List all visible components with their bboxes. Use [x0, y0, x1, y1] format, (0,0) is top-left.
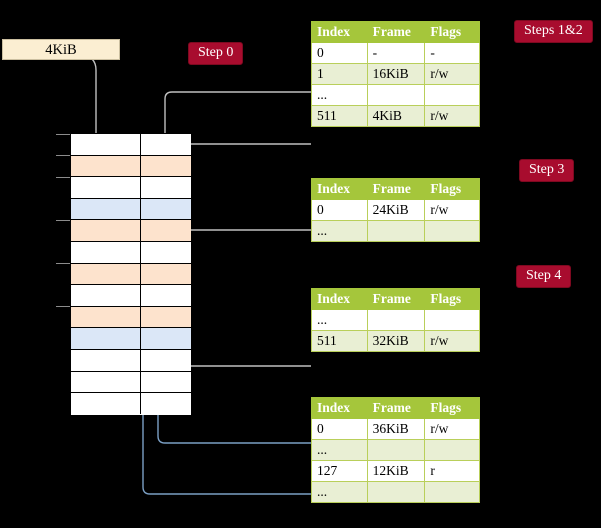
memory-column-divider	[140, 133, 141, 414]
column-header-flags: Flags	[424, 397, 480, 419]
memory-row	[71, 393, 191, 415]
badge-step-0: Step 0	[188, 42, 244, 65]
cell-index: ...	[311, 220, 368, 242]
table-row[interactable]: 127 12KiB r	[311, 460, 480, 482]
memory-row	[71, 306, 191, 329]
memory-tick	[56, 263, 70, 264]
memory-row	[71, 350, 191, 372]
column-header-frame: Frame	[366, 288, 426, 310]
memory-row	[71, 177, 191, 199]
cell-flags: r/w	[424, 418, 480, 440]
memory-row	[71, 371, 191, 394]
cell-frame	[366, 309, 426, 331]
memory-row	[71, 242, 191, 264]
table-row[interactable]: 0 36KiB r/w	[311, 418, 480, 440]
cell-flags	[424, 220, 480, 242]
table-row[interactable]: ...	[311, 84, 480, 106]
badge-steps-1-2: Steps 1&2	[514, 20, 593, 43]
memory-tick	[56, 220, 70, 221]
table-header-row: Index Frame Flags	[311, 21, 480, 43]
cell-frame	[366, 439, 426, 461]
column-header-flags: Flags	[424, 178, 480, 200]
cell-index: ...	[311, 84, 368, 106]
memory-tick	[56, 155, 70, 156]
memory-tick	[56, 177, 70, 178]
column-header-frame: Frame	[366, 21, 426, 43]
cell-index: 1	[311, 63, 368, 85]
wire-step3	[175, 229, 311, 261]
column-header-flags: Flags	[424, 288, 480, 310]
frame-box-4kib: 4KiB	[2, 39, 120, 60]
table-row[interactable]: ...	[311, 220, 480, 242]
cell-index: 127	[311, 460, 368, 482]
cell-flags	[424, 439, 480, 461]
table-row[interactable]: 1 16KiB r/w	[311, 63, 480, 85]
table-row[interactable]: ...	[311, 439, 480, 461]
cell-index: ...	[311, 439, 368, 461]
page-table-level-2: Index Frame Flags 0 24KiB r/w ...	[311, 178, 480, 242]
table-row[interactable]: ...	[311, 481, 480, 503]
cell-frame: 32KiB	[366, 330, 426, 352]
page-table-level-3: Index Frame Flags ... 511 32KiB r/w	[311, 288, 480, 352]
badge-step-3: Step 3	[519, 159, 575, 182]
column-header-index: Index	[311, 288, 368, 310]
cell-index: 511	[311, 105, 368, 127]
page-table-level-1: Index Frame Flags 0 - - 1 16KiB r/w ...	[311, 21, 480, 127]
cell-flags: r	[424, 460, 480, 482]
table-header-row: Index Frame Flags	[311, 397, 480, 419]
column-header-index: Index	[311, 178, 368, 200]
cell-index: 511	[311, 330, 368, 352]
table-header-row: Index Frame Flags	[311, 178, 480, 200]
table-row-highlighted[interactable]: 511 4KiB r/w	[311, 105, 480, 127]
cell-flags: r/w	[424, 330, 480, 352]
cell-flags	[424, 84, 480, 106]
cell-flags: r/w	[424, 63, 480, 85]
cell-frame: 16KiB	[366, 63, 426, 85]
column-header-frame: Frame	[366, 397, 426, 419]
memory-row	[71, 134, 191, 156]
column-header-flags: Flags	[424, 21, 480, 43]
cell-flags: r/w	[424, 199, 480, 221]
table-row[interactable]: 511 32KiB r/w	[311, 330, 480, 352]
wire-step4	[182, 309, 311, 367]
cell-frame: 4KiB	[366, 105, 426, 127]
memory-tick	[56, 134, 70, 135]
cell-flags	[424, 309, 480, 331]
memory-row	[71, 198, 191, 221]
table-row[interactable]: 0 24KiB r/w	[311, 199, 480, 221]
column-header-index: Index	[311, 21, 368, 43]
cell-frame: 12KiB	[366, 460, 426, 482]
badge-step-4: Step 4	[516, 265, 572, 288]
cell-frame: 24KiB	[366, 199, 426, 221]
cell-flags: r/w	[424, 105, 480, 127]
cell-index: 0	[311, 418, 368, 440]
cell-frame	[366, 220, 426, 242]
cell-index: 0	[311, 42, 368, 64]
page-table-level-4: Index Frame Flags 0 36KiB r/w ... 127 12…	[311, 397, 480, 503]
memory-row	[71, 155, 191, 178]
cell-index: 0	[311, 199, 368, 221]
column-header-frame: Frame	[366, 178, 426, 200]
memory-row	[71, 328, 191, 350]
memory-tick	[56, 306, 70, 307]
cell-frame: -	[366, 42, 426, 64]
cell-index: ...	[311, 309, 368, 331]
memory-row	[71, 220, 191, 242]
cell-flags: -	[424, 42, 480, 64]
table-row[interactable]: 0 - -	[311, 42, 480, 64]
memory-row	[71, 285, 191, 307]
cell-frame: 36KiB	[366, 418, 426, 440]
table-row[interactable]: ...	[311, 309, 480, 331]
cell-flags	[424, 481, 480, 503]
table-header-row: Index Frame Flags	[311, 288, 480, 310]
cell-frame	[366, 84, 426, 106]
column-header-index: Index	[311, 397, 368, 419]
cell-index: ...	[311, 481, 368, 503]
memory-row	[71, 263, 191, 286]
physical-memory-column	[70, 133, 191, 415]
cell-frame	[366, 481, 426, 503]
